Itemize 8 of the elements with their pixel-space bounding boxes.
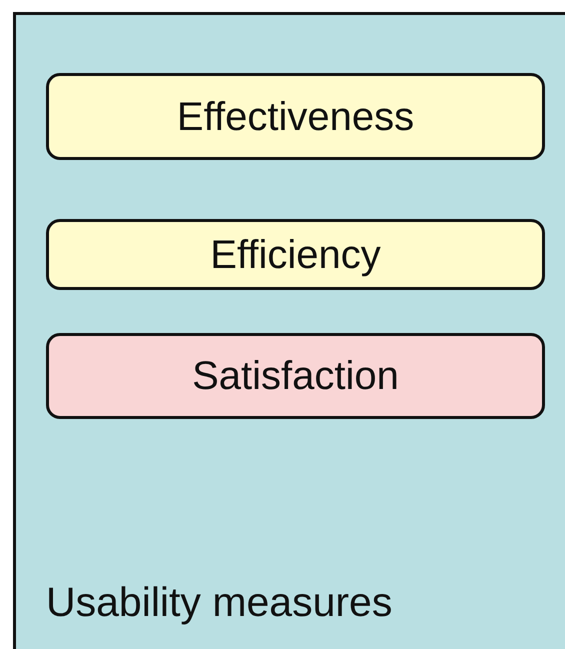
measure-box xyxy=(46,219,545,290)
measure-label: Effectiveness xyxy=(176,94,414,138)
container-heading: Usability measures xyxy=(46,580,392,626)
measure-box xyxy=(46,73,545,160)
measure-box xyxy=(46,333,545,419)
measure-label: Satisfaction xyxy=(192,354,399,398)
container-box xyxy=(13,12,565,649)
measure-label: Efficiency xyxy=(210,232,381,276)
